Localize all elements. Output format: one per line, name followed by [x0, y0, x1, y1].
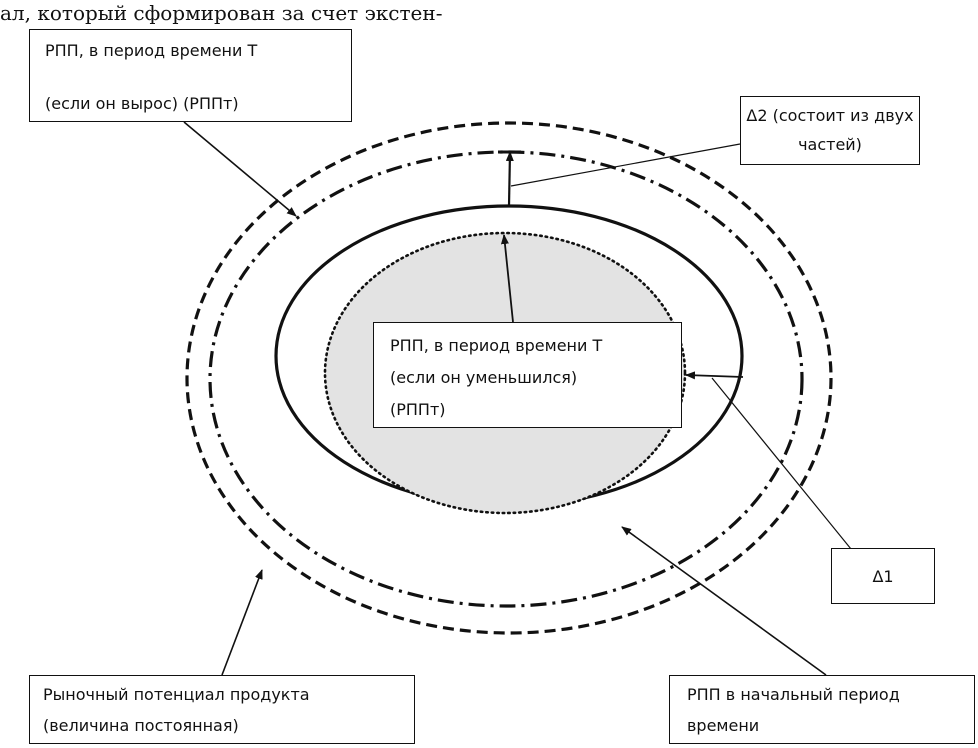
label-text: РПП в начальный период — [687, 685, 900, 704]
label-text: (РППт) — [390, 400, 446, 419]
label-text: времени — [687, 716, 760, 735]
leader-delta2 — [510, 143, 741, 187]
page-heading: ал, который сформирован за счет экстен- — [0, 1, 443, 25]
arrow-initial-to-grown — [505, 151, 514, 207]
label-box-delta1: Δ1 — [831, 548, 935, 604]
arrow-grown-box — [183, 121, 297, 217]
leader-delta1 — [711, 377, 852, 550]
label-box-delta2: Δ2 (состоит из двух частей) — [740, 96, 920, 165]
arrow-box-to-shrunk-ellipse — [500, 234, 514, 323]
market-potential-ellipse — [185, 121, 833, 635]
label-box-rpp-grown: РПП, в период времени Т (если он вырос) … — [29, 29, 352, 122]
label-text: частей) — [798, 135, 862, 154]
label-text: РПП, в период времени Т — [45, 41, 258, 60]
label-text: Δ1 — [872, 567, 894, 586]
rpp-grown-ellipse — [208, 150, 804, 608]
label-text: Δ2 (состоит из двух — [746, 106, 914, 125]
label-text: РПП, в период времени Т — [390, 336, 603, 355]
arrow-delta1 — [685, 371, 744, 380]
label-box-rpp-shrunk: РПП, в период времени Т (если он уменьши… — [373, 322, 682, 428]
label-text: (если он уменьшился) — [390, 368, 578, 387]
label-text: (если он вырос) (РППт) — [45, 94, 239, 113]
arrow-market-potential — [221, 569, 263, 676]
label-box-rpp-initial: РПП в начальный период времени — [669, 675, 975, 744]
label-text: Рыночный потенциал продукта — [43, 685, 310, 704]
label-box-market-potential: Рыночный потенциал продукта (величина по… — [29, 675, 415, 744]
arrow-initial-box — [621, 526, 827, 676]
label-text: (величина постоянная) — [43, 716, 239, 735]
